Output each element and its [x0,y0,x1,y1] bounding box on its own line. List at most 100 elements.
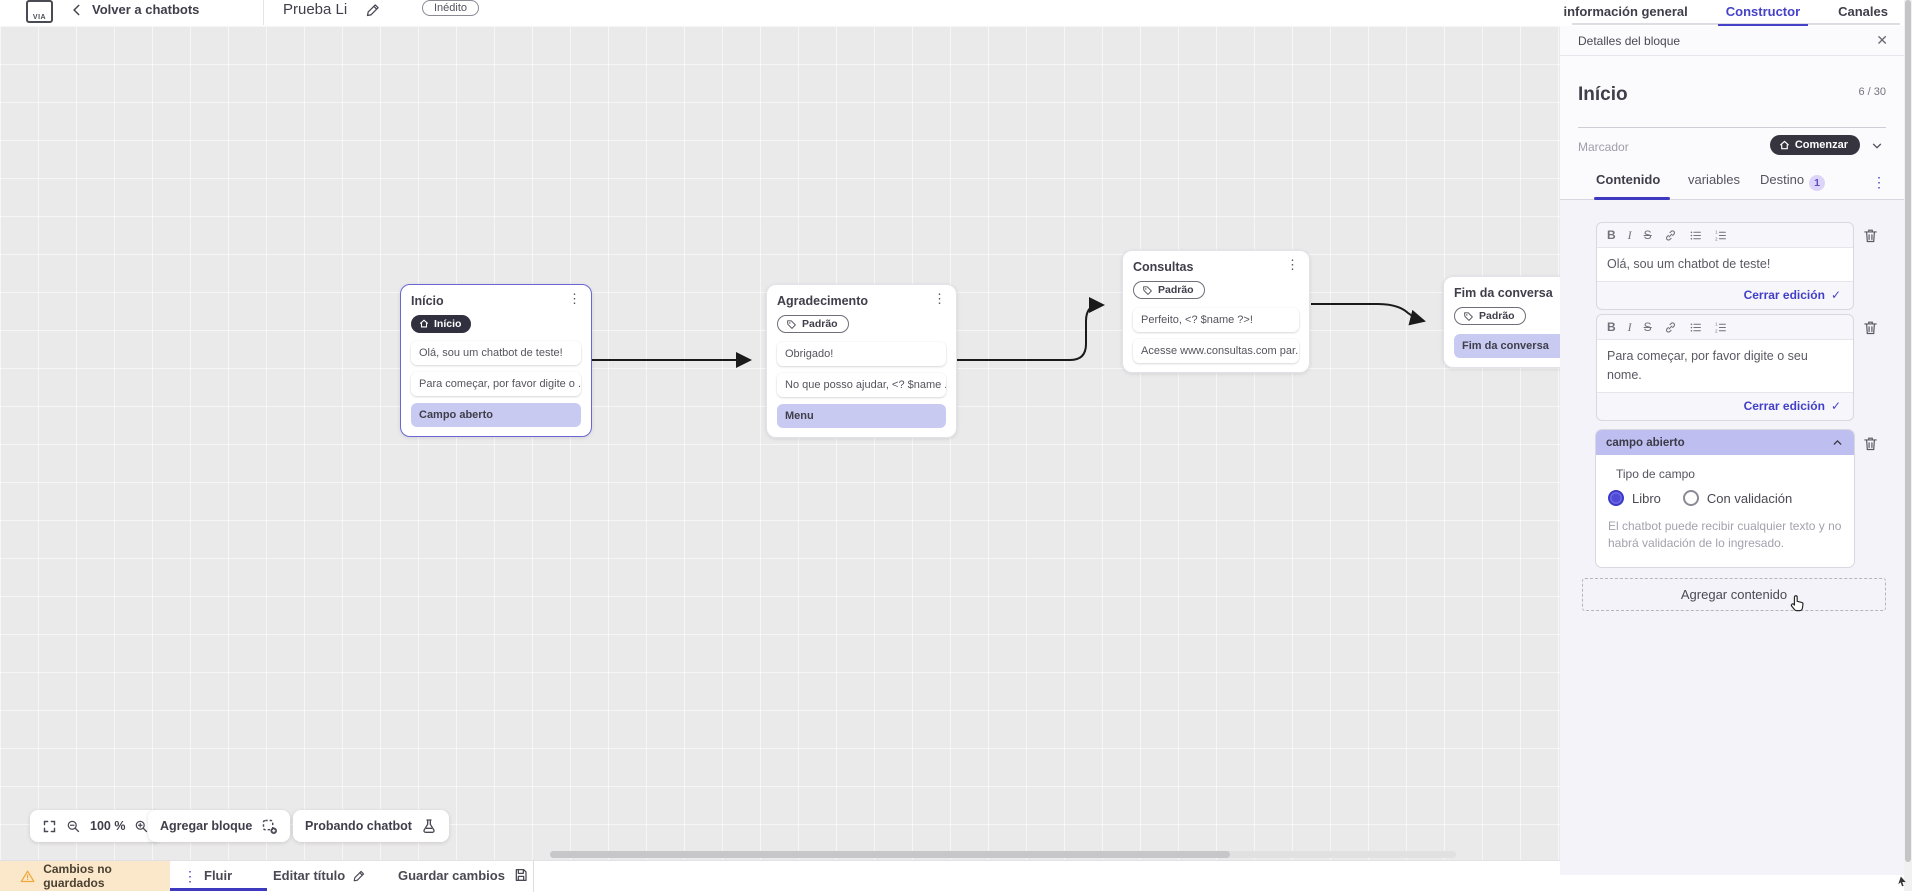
block-title-row: Início 6 / 30 [1578,56,1886,128]
canvas-horizontal-scrollbar[interactable] [550,851,1456,858]
block-item[interactable]: Obrigado! [777,341,946,366]
check-icon: ✓ [1830,399,1841,413]
block-item[interactable]: Olá, sou um chatbot de teste! [411,341,581,365]
zoom-out-icon[interactable] [66,819,81,834]
message-text-input[interactable]: Olá, sou um chatbot de teste! [1597,247,1853,282]
bullet-list-icon[interactable] [1689,229,1702,242]
footer-divider [533,861,534,892]
field-type-label: Tipo de campo [1616,467,1695,481]
svg-text:1: 1 [1715,321,1718,326]
italic-icon[interactable]: I [1627,320,1632,334]
zoom-in-icon[interactable] [134,819,149,834]
flow-block-agradecimento[interactable]: Agradecimento ⋮ Padrão Obrigado! No que … [766,284,957,438]
scrollbar-thumb[interactable] [550,851,1230,858]
message-text-input[interactable]: Para começar, por favor digite o seu nom… [1597,339,1853,393]
scrollbar-thumb[interactable] [1905,0,1911,862]
delete-section-icon[interactable] [1862,434,1879,453]
destino-count-badge: 1 [1809,175,1826,191]
tab-constructor[interactable]: Constructor [1717,1,1809,26]
strikethrough-icon[interactable]: S [1643,320,1652,334]
field-helper-text: El chatbot puede recibir cualquier texto… [1608,519,1842,551]
block-item-campo-aberto[interactable]: Campo aberto [411,403,581,427]
bold-icon[interactable]: B [1607,228,1616,242]
tab-fluir[interactable]: Fluir [204,868,233,883]
panel-tabs-menu-button[interactable]: ⋮ [1872,174,1886,190]
bold-icon[interactable]: B [1607,320,1616,334]
window-vertical-scrollbar[interactable] [1904,0,1912,891]
flow-block-consultas[interactable]: Consultas ⋮ Padrão Perfeito, <? $name ?>… [1122,250,1310,373]
delete-content-icon[interactable] [1862,318,1879,337]
block-item[interactable]: Acesse www.consultas.com par... [1133,338,1299,363]
block-item-menu[interactable]: Menu [777,403,946,428]
home-icon [1779,140,1789,149]
link-icon[interactable] [1664,229,1677,242]
block-title: Consultas [1133,260,1194,274]
tab-informacion-general[interactable]: información general [1563,4,1688,19]
close-edit-button[interactable]: Cerrar edición [1743,399,1825,413]
chevron-down-icon[interactable] [1870,139,1884,153]
block-badge-padrao: Padrão [777,315,849,333]
block-badge-padrao: Padrão [1454,307,1526,325]
add-block-icon [263,819,278,834]
fullscreen-icon[interactable] [42,819,57,834]
block-menu-button[interactable]: ⋮ [568,291,581,306]
header-tabs: información general Constructor Canales [1561,0,1890,26]
flow-block-inicio[interactable]: Início ⋮ Início Olá, sou um chatbot de t… [400,284,592,437]
radio-con-validacion[interactable] [1682,490,1699,506]
edit-chatbot-title-button[interactable] [365,1,382,18]
test-chatbot-button[interactable]: Probando chatbot [293,810,449,842]
radio-con-validacion-label[interactable]: Con validación [1706,490,1793,506]
block-item[interactable]: No que posso ajudar, <? $name ... [777,372,946,397]
link-icon[interactable] [1664,321,1677,334]
open-field-header[interactable]: campo abierto [1596,430,1854,455]
save-changes-button[interactable]: Guardar cambios [398,867,529,883]
title-char-counter: 6 / 30 [1858,86,1886,98]
marker-row: Marcador Comenzar [1578,128,1886,166]
marker-value-pill[interactable]: Comenzar [1769,135,1860,155]
block-menu-button[interactable]: ⋮ [1286,257,1299,272]
block-badge-padrao: Padrão [1133,281,1205,299]
tab-contenido[interactable]: Contenido [1596,172,1661,187]
tab-variables[interactable]: variables [1688,172,1741,187]
chevron-up-icon[interactable] [1831,436,1844,449]
radio-libro[interactable] [1608,490,1624,506]
flow-canvas[interactable]: Início ⋮ Início Olá, sou um chatbot de t… [0,26,1560,860]
close-edit-button[interactable]: Cerrar edición [1743,288,1825,303]
back-to-chatbots-button[interactable]: Volver a chatbots [70,2,199,17]
svg-text:1: 1 [1715,229,1718,234]
add-block-button[interactable]: Agregar bloque [148,810,291,842]
active-flow-tab-underline [170,888,267,891]
tag-icon [1464,311,1473,321]
panel-header: Detalles del bloque ✕ [1560,26,1904,56]
block-item[interactable]: Para começar, por favor digite o ... [411,372,581,396]
marker-label: Marcador [1578,140,1629,154]
bullet-list-icon[interactable] [1689,321,1702,334]
tab-canales[interactable]: Canales [1838,4,1888,19]
add-content-button[interactable]: Agregar contenido [1582,578,1886,611]
flow-block-fim-da-conversa[interactable]: Fim da conversa Padrão Fim da conversa [1443,276,1560,368]
italic-icon[interactable]: I [1627,228,1632,242]
block-title-input[interactable]: Início [1578,84,1628,105]
svg-text:2: 2 [1715,328,1718,333]
block-menu-button[interactable]: ⋮ [933,291,946,306]
delete-content-icon[interactable] [1862,226,1879,245]
strikethrough-icon[interactable]: S [1643,228,1652,242]
zoom-level: 100 % [90,819,126,833]
wire-agradecimento-consultas [957,297,1105,361]
open-field-section: campo abierto Tipo de campo Libro Con va… [1596,430,1854,567]
block-item[interactable]: Perfeito, <? $name ?>! [1133,307,1299,332]
flow-menu-button[interactable]: ⋮ [183,868,197,884]
header-divider [263,0,264,25]
close-icon[interactable]: ✕ [1876,32,1888,48]
edit-flow-title-button[interactable]: Editar título [273,868,367,883]
numbered-list-icon[interactable]: 12 [1714,321,1727,334]
chevron-left-icon [73,4,80,15]
chatbot-title[interactable]: Prueba Li [283,1,348,18]
numbered-list-icon[interactable]: 12 [1714,229,1727,242]
block-item-fim[interactable]: Fim da conversa [1454,333,1560,358]
radio-libro-label[interactable]: Libro [1632,490,1661,506]
